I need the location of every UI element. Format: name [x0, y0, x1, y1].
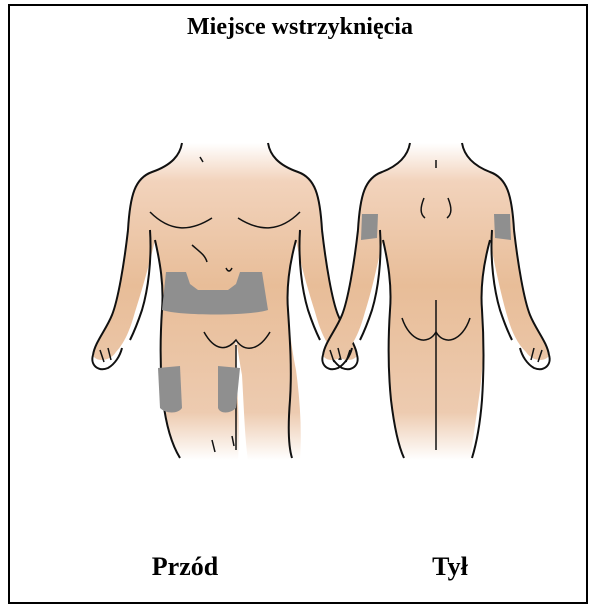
back-body-figure: [322, 143, 549, 460]
back-label: Tył: [350, 552, 550, 582]
body-figures: [0, 0, 600, 584]
front-label: Przód: [85, 552, 285, 582]
front-body-figure: [92, 143, 357, 460]
left-thigh-site: [158, 366, 182, 413]
left-upper-arm-site: [361, 214, 378, 240]
right-upper-arm-site: [494, 214, 511, 240]
